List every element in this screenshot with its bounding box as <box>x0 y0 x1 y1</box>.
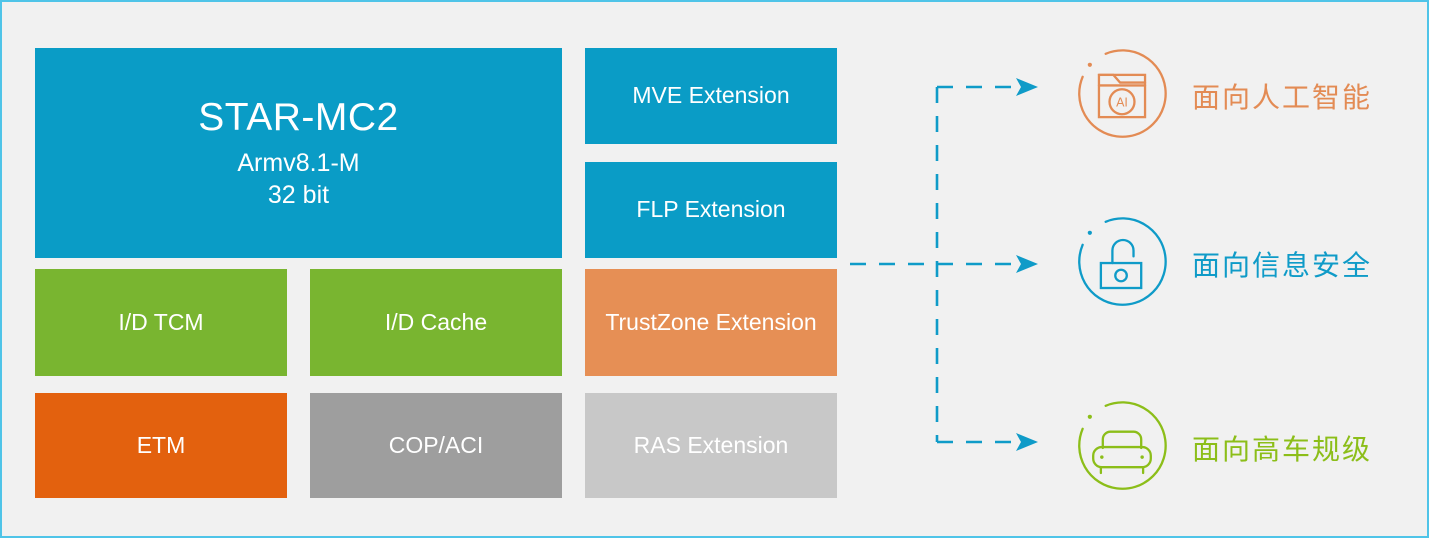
outcome-item-automotive: 面向高车规级 <box>1074 400 1372 496</box>
arrowhead-bottom <box>1016 433 1038 451</box>
core-architecture: Armv8.1-M <box>237 149 360 177</box>
block-mve-extension: MVE Extension <box>585 48 837 144</box>
outcome-label-security: 面向信息安全 <box>1192 249 1373 282</box>
block-id-cache: I/D Cache <box>310 269 562 376</box>
block-etm: ETM <box>35 393 287 498</box>
core-title: STAR-MC2 <box>198 95 399 139</box>
block-label: COP/ACI <box>388 431 484 458</box>
block-label: I/D TCM <box>118 308 204 335</box>
block-trustzone-extension: TrustZone Extension <box>585 269 837 376</box>
block-label: TrustZone Extension <box>605 308 817 335</box>
outcome-label-automotive: 面向高车规级 <box>1192 433 1373 466</box>
ai-folder-icon: AI <box>1078 49 1167 138</box>
block-label: ETM <box>136 431 186 458</box>
block-label: I/D Cache <box>384 308 488 335</box>
outcome-item-security: 面向信息安全 <box>1074 216 1372 312</box>
block-id-tcm: I/D TCM <box>35 269 287 376</box>
block-label: MVE Extension <box>632 82 790 109</box>
core-bits: 32 bit <box>267 181 330 209</box>
ai-badge-text: AI <box>1116 96 1128 110</box>
block-ras-extension: RAS Extension <box>585 393 837 498</box>
car-front-icon <box>1078 401 1167 490</box>
outcome-label-ai: 面向人工智能 <box>1192 81 1373 114</box>
block-star-mc2-core: STAR-MC2 Armv8.1-M 32 bit <box>35 48 562 258</box>
block-flp-extension: FLP Extension <box>585 162 837 258</box>
outcome-item-ai: AI 面向人工智能 <box>1074 48 1372 144</box>
unlock-padlock-icon <box>1078 217 1167 306</box>
block-cop-aci: COP/ACI <box>310 393 562 498</box>
block-label: FLP Extension <box>636 196 786 223</box>
arrowhead-middle <box>1016 255 1038 273</box>
block-label: RAS Extension <box>633 431 789 458</box>
arrowhead-top <box>1016 78 1038 96</box>
